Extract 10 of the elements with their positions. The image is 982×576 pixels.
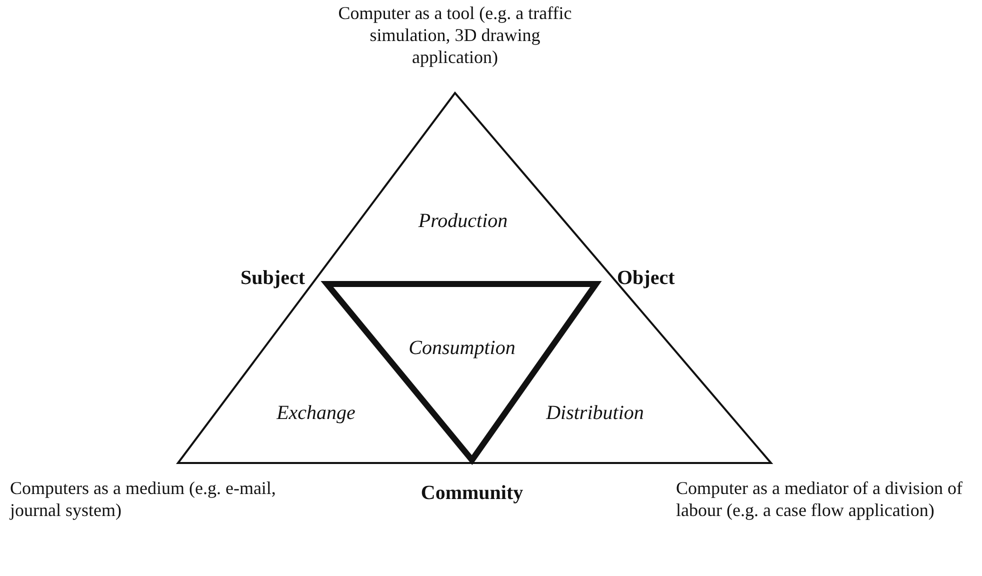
region-label: Production xyxy=(417,210,509,232)
vertex-label: Object xyxy=(617,267,676,289)
vertex-label: Community xyxy=(420,482,524,504)
note: Computers as a medium (e.g. e-mail, journal system) xyxy=(10,477,277,521)
region-label: Exchange xyxy=(276,402,356,424)
note: Computer as a tool (e.g. a traffic simulation, 3D drawing application) xyxy=(337,2,573,68)
vertex-label: Subject xyxy=(240,267,305,289)
region-label: Consumption xyxy=(408,337,516,359)
note: Computer as a mediator of a division of labour (e.g. a case flow application) xyxy=(676,477,964,521)
region-label: Distribution xyxy=(545,402,645,424)
